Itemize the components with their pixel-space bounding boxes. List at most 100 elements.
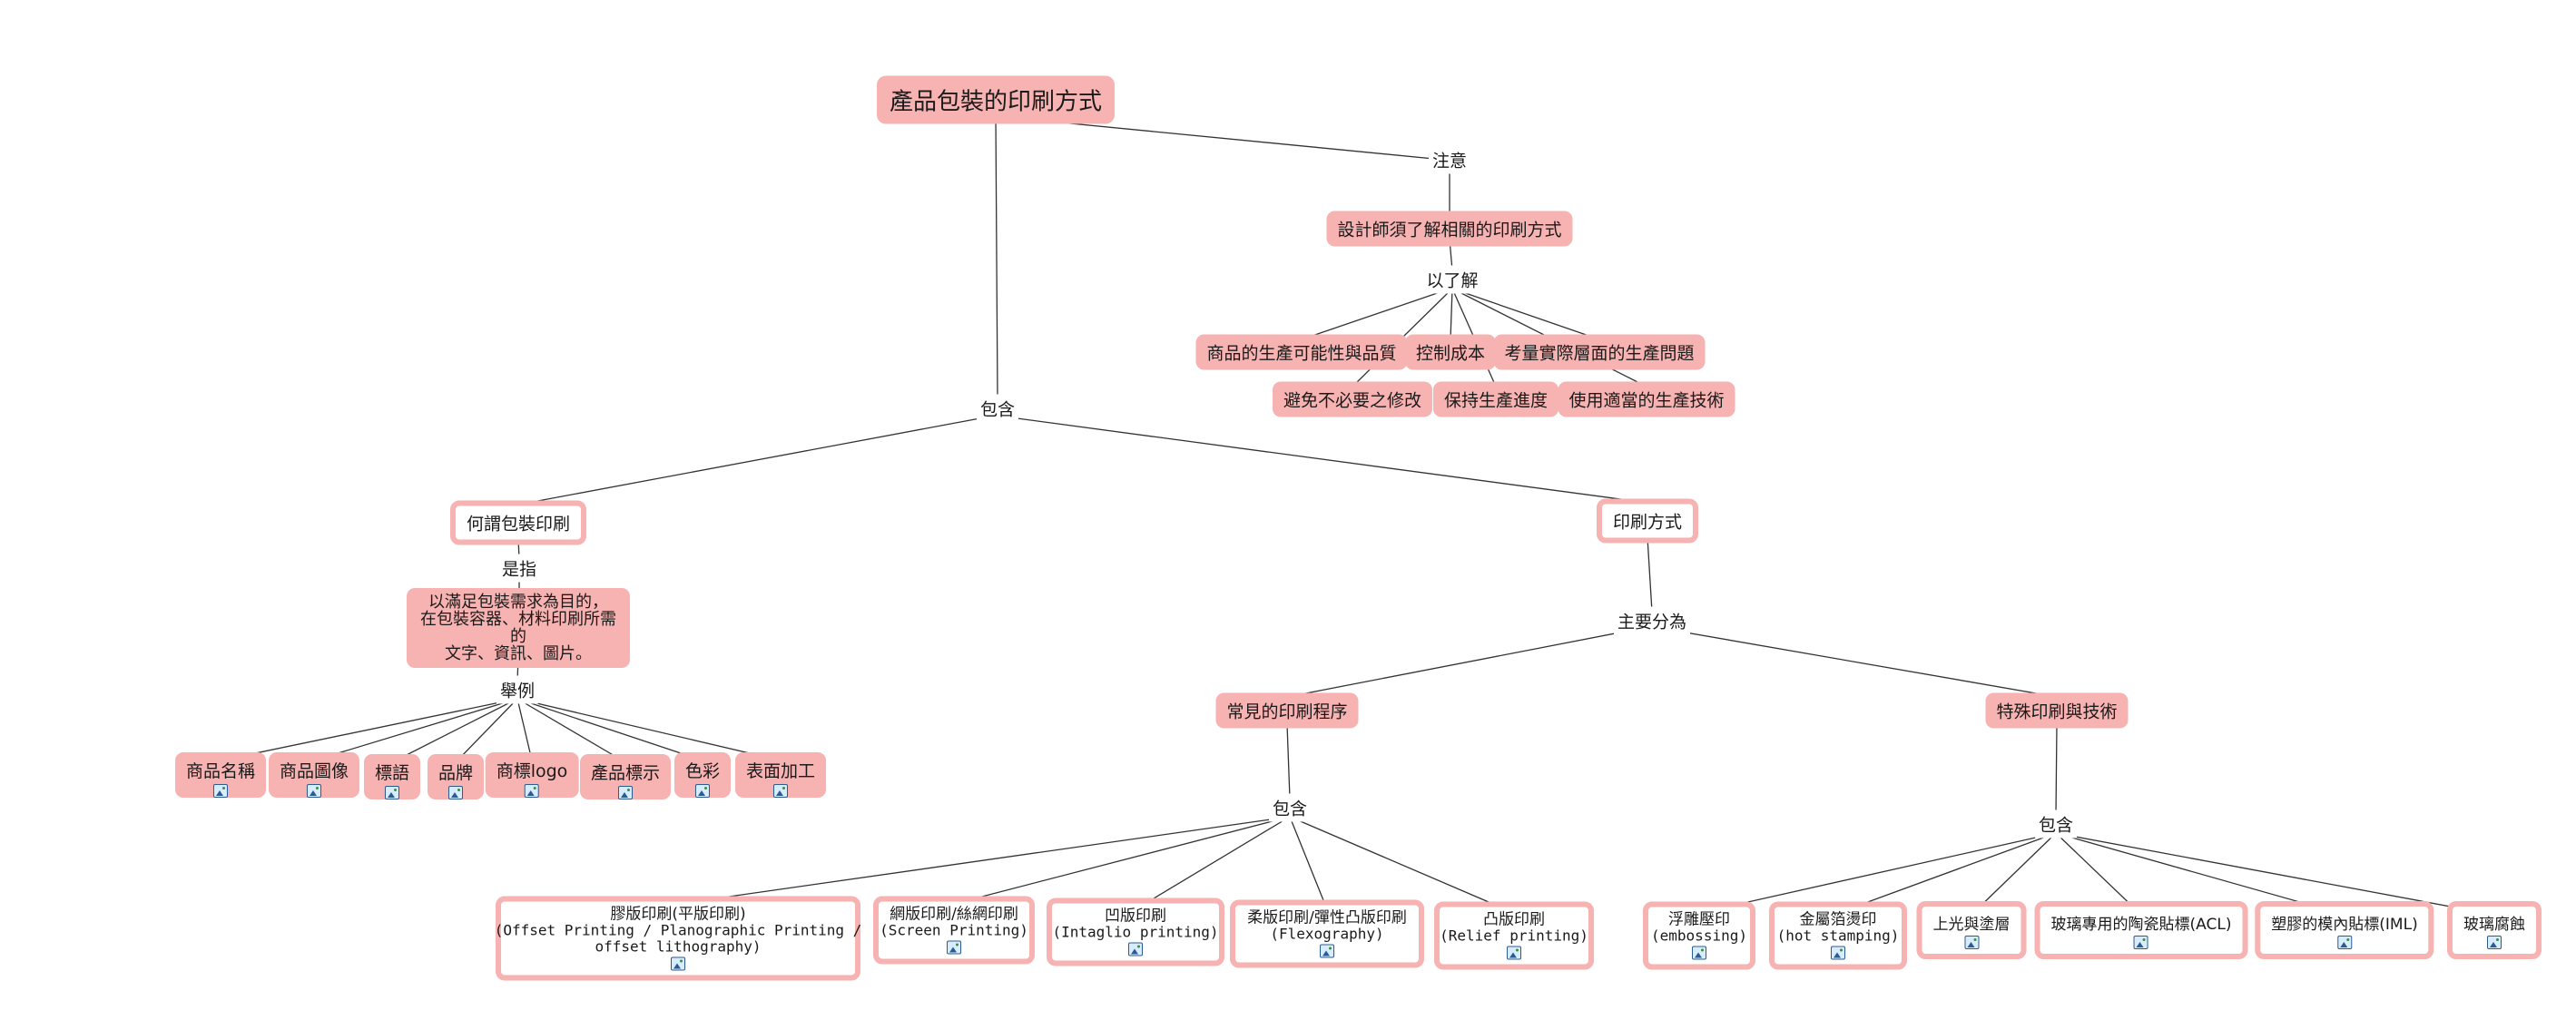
- link-divided: 主要分為: [1613, 606, 1691, 635]
- special-printing-node[interactable]: 特殊印刷與技術: [1985, 692, 2129, 729]
- designer-node[interactable]: 設計師須了解相關的印刷方式: [1326, 211, 1573, 247]
- image-icon[interactable]: [617, 786, 633, 799]
- image-icon[interactable]: [2134, 936, 2148, 949]
- screen-subtitle: (Screen Printing): [880, 921, 1028, 939]
- offset-printing-node[interactable]: 膠版印刷(平版印刷) (Offset Printing / Planograph…: [494, 896, 862, 981]
- hot-stamping-subtitle: (hot stamping): [1776, 927, 1900, 945]
- example-node[interactable]: 商品圖像: [268, 752, 360, 798]
- root-node[interactable]: 產品包裝的印刷方式: [876, 75, 1116, 124]
- relief-subtitle: (Relief printing): [1440, 927, 1588, 945]
- image-icon[interactable]: [2336, 936, 2352, 949]
- offset-label: 膠版印刷(平版印刷): [610, 905, 746, 924]
- example-label: 產品標示: [590, 763, 661, 783]
- node-progress[interactable]: 保持生產進度: [1432, 381, 1559, 417]
- example-node[interactable]: 標語: [363, 754, 421, 799]
- image-icon[interactable]: [947, 940, 961, 955]
- link-common-includes: 包含: [1268, 793, 1312, 822]
- example-node[interactable]: 品牌: [427, 754, 485, 799]
- image-icon[interactable]: [525, 784, 539, 798]
- connector-line: [391, 698, 518, 763]
- example-label: 標語: [374, 763, 410, 783]
- image-icon[interactable]: [306, 784, 321, 798]
- definition-line-1: 以滿足包裝需求為目的，: [428, 593, 608, 612]
- definition-node[interactable]: 以滿足包裝需求為目的， 在包裝容器、材料印刷所需的 文字、資訊、圖片。: [407, 588, 630, 668]
- connector-line: [1301, 288, 1451, 340]
- image-icon[interactable]: [384, 786, 399, 799]
- node-technique[interactable]: 使用適當的生產技術: [1558, 381, 1735, 417]
- acl-node[interactable]: 玻璃專用的陶瓷貼標(ACL): [2034, 901, 2248, 959]
- common-printing-node[interactable]: 常見的印刷程序: [1215, 692, 1359, 729]
- glass-etching-label: 玻璃腐蝕: [2463, 916, 2525, 934]
- image-icon[interactable]: [1964, 936, 1979, 949]
- connector-line: [1286, 629, 1635, 698]
- connector-line: [2055, 723, 2058, 816]
- flexography-node[interactable]: 柔版印刷/彈性凸版印刷 (Flexography): [1230, 899, 1424, 968]
- embossing-subtitle: (embossing): [1651, 927, 1747, 945]
- screen-printing-node[interactable]: 網版印刷/絲網印刷 (Screen Printing): [873, 896, 1035, 965]
- connector-line: [516, 698, 782, 761]
- image-icon[interactable]: [1320, 944, 1334, 958]
- connector-line: [1647, 536, 1653, 613]
- what-is-packaging-printing-node[interactable]: 何謂包裝印刷: [449, 500, 587, 545]
- image-icon[interactable]: [671, 956, 685, 971]
- image-icon[interactable]: [447, 786, 463, 799]
- iml-node[interactable]: 塑膠的模內貼標(IML): [2255, 901, 2434, 959]
- hot-stamping-node[interactable]: 金屬箔燙印 (hot stamping): [1769, 901, 1907, 970]
- connector-line: [220, 698, 518, 761]
- example-label: 商標logo: [496, 761, 568, 781]
- connector-line: [1009, 417, 1648, 504]
- connector-line: [455, 698, 518, 763]
- connector-line: [516, 698, 703, 761]
- root-label: 產品包裝的印刷方式: [889, 88, 1103, 116]
- glass-etching-node[interactable]: 玻璃腐蝕: [2447, 901, 2542, 959]
- link-means: 是指: [497, 554, 541, 583]
- special-label: 特殊印刷與技術: [1996, 701, 2118, 722]
- flexography-subtitle: (Flexography): [1270, 925, 1384, 943]
- example-node[interactable]: 色彩: [673, 752, 732, 798]
- node-technique-label: 使用適當的生產技術: [1568, 390, 1725, 411]
- image-icon[interactable]: [1507, 946, 1521, 960]
- link-includes: 包含: [976, 394, 1019, 423]
- example-label: 表面加工: [745, 761, 816, 781]
- image-icon[interactable]: [212, 784, 228, 798]
- example-node[interactable]: 商品名稱: [174, 752, 267, 798]
- example-node[interactable]: 表面加工: [734, 752, 827, 798]
- embossing-node[interactable]: 浮雕壓印 (embossing): [1643, 901, 1755, 970]
- image-icon[interactable]: [1692, 946, 1706, 960]
- connector-line: [1289, 816, 1515, 914]
- intaglio-subtitle: (Intaglio printing): [1052, 923, 1219, 941]
- image-icon[interactable]: [694, 784, 710, 798]
- image-icon[interactable]: [2487, 936, 2502, 949]
- connector-line: [1837, 832, 2057, 914]
- connector-line: [1450, 288, 1453, 340]
- flexography-label: 柔版印刷/彈性凸版印刷: [1247, 908, 1407, 927]
- node-quality-label: 商品的生產可能性與品質: [1206, 343, 1397, 364]
- coating-node[interactable]: 上光與塗層: [1916, 901, 2027, 959]
- image-icon[interactable]: [1128, 942, 1143, 956]
- example-node[interactable]: 產品標示: [579, 754, 672, 799]
- image-icon[interactable]: [772, 784, 788, 798]
- offset-subtitle-1: (Offset Printing / Planographic Printing…: [494, 921, 862, 939]
- methods-label: 印刷方式: [1612, 512, 1683, 533]
- node-cost-label: 控制成本: [1415, 343, 1486, 364]
- node-cost[interactable]: 控制成本: [1404, 334, 1497, 370]
- example-label: 商品名稱: [185, 761, 256, 781]
- example-node[interactable]: 商標logo: [485, 752, 579, 798]
- node-quality[interactable]: 商品的生產可能性與品質: [1195, 334, 1408, 370]
- hot-stamping-label: 金屬箔燙印: [1799, 910, 1877, 929]
- example-label: 商品圖像: [279, 761, 349, 781]
- offset-subtitle-2: offset lithography): [595, 937, 762, 956]
- relief-printing-node[interactable]: 凸版印刷 (Relief printing): [1434, 901, 1594, 970]
- connector-line: [953, 816, 1291, 905]
- node-production[interactable]: 考量實際層面的生產問題: [1493, 334, 1706, 370]
- coating-label: 上光與塗層: [1932, 916, 2011, 934]
- intaglio-printing-node[interactable]: 凹版印刷 (Intaglio printing): [1047, 897, 1224, 966]
- image-icon[interactable]: [1831, 946, 1845, 960]
- screen-label: 網版印刷/絲網印刷: [890, 905, 1018, 924]
- node-avoid[interactable]: 避免不必要之修改: [1272, 381, 1433, 417]
- connector-line: [1289, 816, 1328, 910]
- printing-methods-node[interactable]: 印刷方式: [1596, 498, 1699, 544]
- connector-line: [1669, 629, 2058, 698]
